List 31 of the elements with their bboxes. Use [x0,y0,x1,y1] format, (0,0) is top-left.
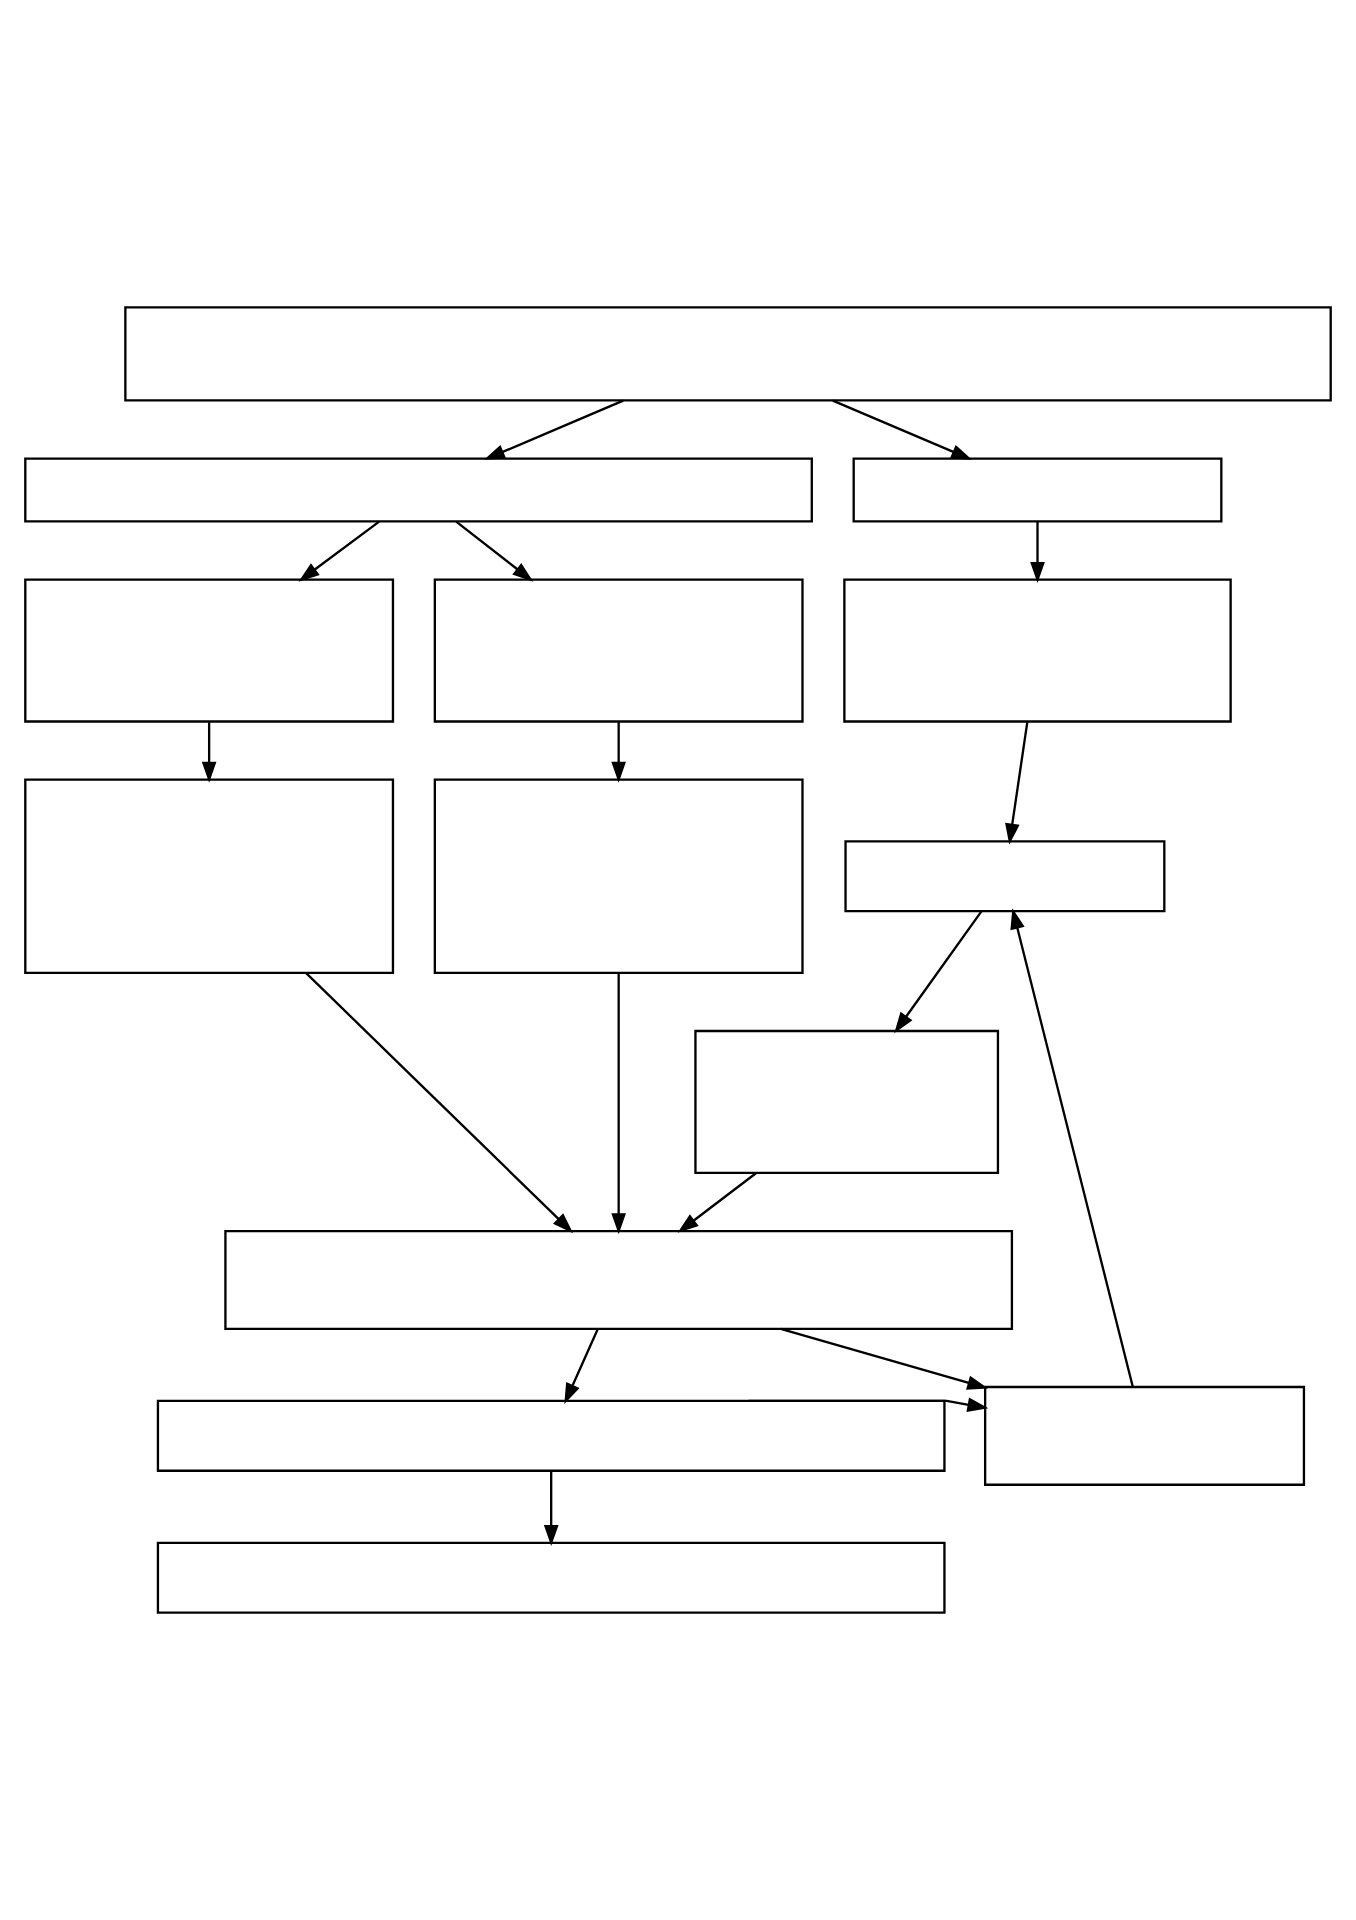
node-box [24,578,395,723]
arrow [564,1328,599,1405]
arrow [611,721,626,783]
arrow [894,910,983,1034]
node-box [124,306,1332,402]
node-box [844,840,1166,913]
node-box [156,1541,946,1614]
arrow [201,721,217,783]
arrow [455,520,534,582]
arrow [298,520,380,582]
node-box [694,1029,1000,1175]
arrow [543,1471,559,1547]
arrow [1030,521,1045,584]
node-box [24,457,813,523]
node-box [433,778,804,974]
node-box [24,778,395,974]
node-box [156,1399,946,1472]
arrow [747,1397,989,1412]
arrow [832,399,973,460]
arrow [305,972,574,1234]
arrow [677,1172,757,1233]
arrow [611,973,626,1235]
arrow [1005,721,1029,845]
node-box [224,1229,1014,1330]
node-box [984,1385,1306,1486]
arrow [1010,908,1134,1387]
arrow [484,399,624,460]
node-box [852,457,1223,523]
node-box [433,578,804,723]
node-box [843,578,1232,723]
arrow [780,1327,989,1390]
